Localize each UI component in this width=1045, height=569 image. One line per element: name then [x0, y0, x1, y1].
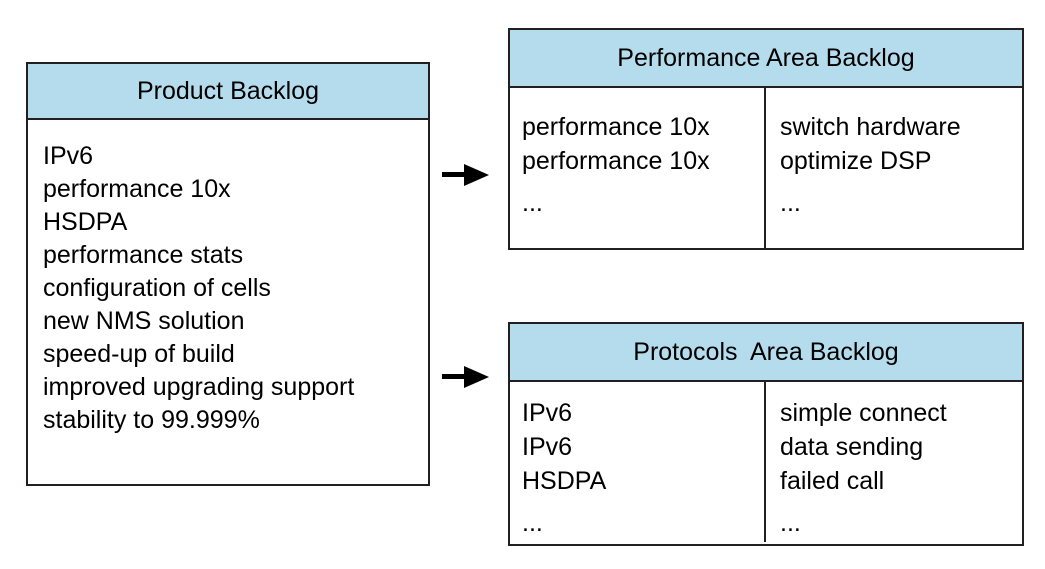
performance-area-backlog-box: Performance Area Backlog performance 10x…: [508, 28, 1024, 250]
performance-area-backlog-title: Performance Area Backlog: [617, 43, 915, 72]
list-item: optimize DSP: [780, 147, 932, 175]
list-item: IPv6: [43, 142, 94, 170]
list-item: performance 10x: [522, 147, 710, 175]
list-item: simple connect: [780, 399, 947, 427]
list-item: data sending: [780, 433, 924, 461]
list-item: improved upgrading support: [43, 373, 355, 401]
list-item: failed call: [780, 467, 885, 495]
list-item-ellipsis: ...: [780, 189, 801, 217]
protocols-area-backlog-box: Protocols Area Backlog IPv6 IPv6 HSDPA .…: [508, 322, 1024, 546]
performance-left-column: performance 10x performance 10x ...: [510, 88, 766, 248]
list-item: HSDPA: [522, 467, 607, 495]
list-item: performance 10x: [522, 113, 710, 141]
arrow-right-icon: [442, 163, 490, 187]
list-item: performance stats: [43, 241, 244, 269]
list-item: new NMS solution: [43, 307, 245, 335]
arrow-right-icon: [442, 365, 490, 389]
list-item: IPv6: [522, 433, 573, 461]
list-item: speed-up of build: [43, 340, 235, 368]
list-item: performance 10x: [43, 175, 231, 203]
list-item-ellipsis: ...: [522, 189, 543, 217]
list-item-ellipsis: ...: [522, 509, 543, 537]
list-item: HSDPA: [43, 208, 128, 236]
list-item-ellipsis: ...: [780, 509, 801, 537]
list-item: configuration of cells: [43, 274, 271, 302]
performance-area-backlog-header: Performance Area Backlog: [510, 30, 1022, 88]
protocols-area-backlog-columns: IPv6 IPv6 HSDPA ... simple connect data …: [510, 382, 1022, 542]
protocols-right-column: simple connect data sending failed call …: [766, 382, 1022, 542]
performance-right-column: switch hardware optimize DSP ...: [766, 88, 1022, 248]
protocols-left-column: IPv6 IPv6 HSDPA ...: [510, 382, 766, 542]
list-item: stability to 99.999%: [43, 406, 260, 434]
list-item: switch hardware: [780, 113, 961, 141]
product-backlog-header: Product Backlog: [28, 64, 428, 120]
product-backlog-item-list: IPv6 performance 10x HSDPA performance s…: [28, 120, 428, 437]
product-backlog-title: Product Backlog: [136, 76, 320, 105]
product-backlog-box: Product Backlog IPv6 performance 10x HSD…: [26, 62, 430, 486]
performance-area-backlog-columns: performance 10x performance 10x ... swit…: [510, 88, 1022, 248]
protocols-area-backlog-header: Protocols Area Backlog: [510, 324, 1022, 382]
list-item: IPv6: [522, 399, 573, 427]
protocols-area-backlog-title: Protocols Area Backlog: [633, 337, 899, 366]
